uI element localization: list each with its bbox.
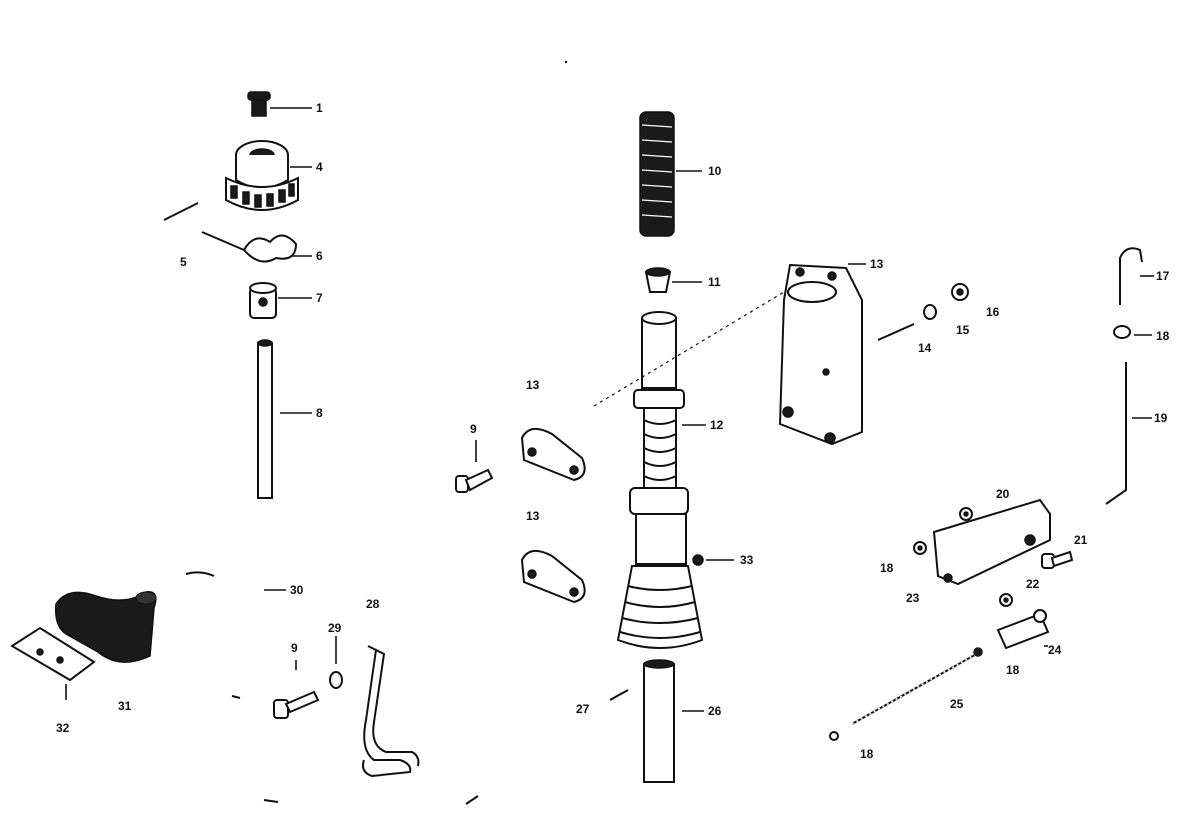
callout-28: 28 xyxy=(366,597,380,611)
callout-18-bottom: 18 xyxy=(860,747,874,761)
stray-marks xyxy=(231,60,568,805)
part-18-clip-top xyxy=(1113,325,1152,339)
part-21-bolt xyxy=(1041,550,1074,569)
callout-labels: 1 4 5 6 7 8 9 9 10 11 12 13 13 13 14 15 … xyxy=(56,101,1170,761)
callout-1: 1 xyxy=(316,101,323,115)
part-1-screw xyxy=(247,91,312,117)
part-25-threaded-rod xyxy=(851,651,981,725)
part-15-washer xyxy=(923,304,937,320)
alignment-dashed-line xyxy=(593,291,785,407)
callout-9-upper: 9 xyxy=(470,422,477,436)
callout-13-lower: 13 xyxy=(526,509,540,523)
part-17-hook xyxy=(1119,247,1154,305)
part-24-clevis xyxy=(996,609,1050,650)
callout-30: 30 xyxy=(290,583,304,597)
callout-26: 26 xyxy=(708,704,722,718)
callout-9-lower: 9 xyxy=(291,641,298,655)
callout-21: 21 xyxy=(1074,533,1088,547)
part-12-column xyxy=(629,311,706,565)
callout-17: 17 xyxy=(1156,269,1170,283)
callout-27: 27 xyxy=(576,702,590,716)
callout-10: 10 xyxy=(708,164,722,178)
part-28-bracket-rod xyxy=(362,645,420,778)
part-7-collar xyxy=(249,282,312,319)
callout-13-upper: 13 xyxy=(526,378,540,392)
callout-20: 20 xyxy=(996,487,1010,501)
callout-18-top: 18 xyxy=(1156,329,1170,343)
part-16-nut xyxy=(951,283,969,301)
part-9-bolt-upper xyxy=(455,440,494,493)
callout-15: 15 xyxy=(956,323,970,337)
callout-18-left: 18 xyxy=(880,561,894,575)
part-27-pin xyxy=(609,689,629,701)
callout-16: 16 xyxy=(986,305,1000,319)
part-30-wire xyxy=(185,571,286,591)
part-32-plate xyxy=(10,626,96,700)
bellows-boot xyxy=(616,565,704,649)
callout-29: 29 xyxy=(328,621,342,635)
part-18-nut-left xyxy=(913,541,927,555)
part-6-spring xyxy=(201,231,312,263)
part-4-ratchet-gear xyxy=(225,140,312,211)
callout-7: 7 xyxy=(316,291,323,305)
part-10-spring-coil xyxy=(639,111,702,237)
callout-31: 31 xyxy=(118,699,132,713)
callout-18-mid: 18 xyxy=(1006,663,1020,677)
callout-23: 23 xyxy=(906,591,920,605)
callout-13-housing: 13 xyxy=(870,257,884,271)
callout-4: 4 xyxy=(316,160,323,174)
callout-25: 25 xyxy=(950,697,964,711)
callout-8: 8 xyxy=(316,406,323,420)
part-19-rod-l xyxy=(1105,362,1152,505)
callout-5: 5 xyxy=(180,255,187,269)
callout-32: 32 xyxy=(56,721,70,735)
callout-14: 14 xyxy=(918,341,932,355)
callout-6: 6 xyxy=(316,249,323,263)
part-13-clamp-upper xyxy=(520,427,586,482)
part-31-handle xyxy=(54,591,157,663)
callout-33: 33 xyxy=(740,553,754,567)
part-18-nut-bottom xyxy=(829,731,839,741)
part-29-clip xyxy=(329,636,343,689)
callout-19: 19 xyxy=(1154,411,1168,425)
part-13-housing xyxy=(778,263,866,446)
part-8-rod xyxy=(257,339,312,499)
part-33-nut xyxy=(692,554,734,566)
part-26-tube xyxy=(643,659,704,783)
part-22-washer xyxy=(999,593,1013,607)
part-14-stud xyxy=(877,323,915,341)
part-18-nut-mid xyxy=(973,647,983,657)
part-13-clamp-lower xyxy=(520,549,586,604)
part-9-bolt-lower xyxy=(273,660,320,719)
callout-24: 24 xyxy=(1048,643,1062,657)
part-11-cap xyxy=(644,267,702,293)
part-5-pin xyxy=(163,202,199,221)
callout-11: 11 xyxy=(708,275,721,289)
part-20-bracket xyxy=(932,498,1051,586)
callout-22: 22 xyxy=(1026,577,1040,591)
callout-12: 12 xyxy=(710,418,724,432)
